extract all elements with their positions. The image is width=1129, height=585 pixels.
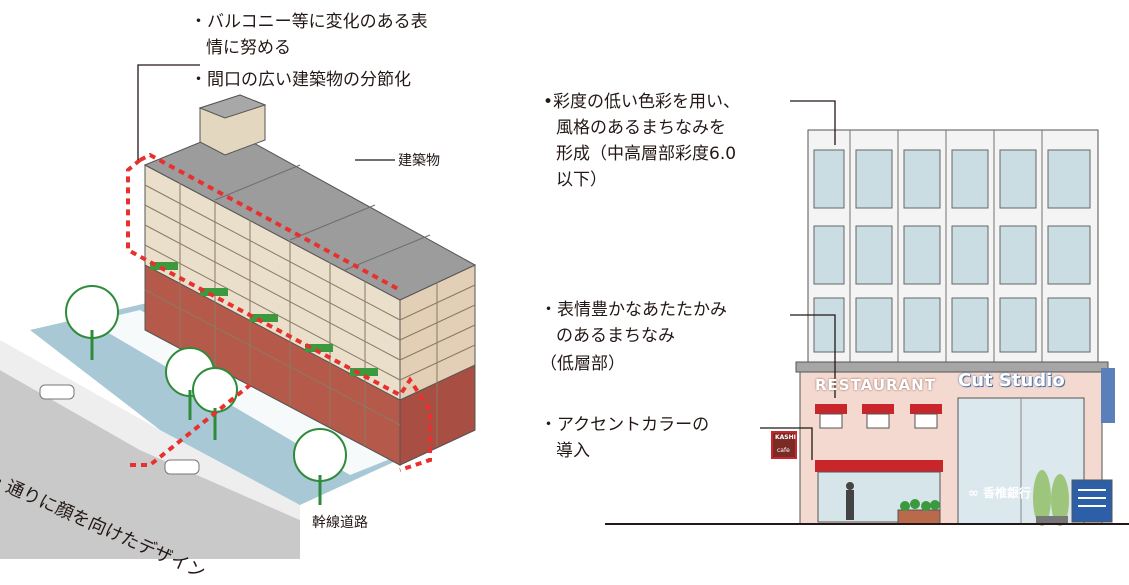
- right-building-illustration: [605, 100, 1129, 526]
- label-main-road: 幹線道路: [312, 515, 368, 531]
- bullet-accent-line2: 導入: [556, 441, 590, 461]
- bullet-balcony-line1: ・バルコニー等に変化のある表: [190, 12, 428, 32]
- bullet-accent-line1: ・アクセントカラーの: [540, 415, 710, 435]
- bullet-color-line1: •彩度の低い色彩を用い、: [543, 92, 741, 112]
- bullet-frontage: ・間口の広い建築物の分節化: [190, 70, 411, 90]
- bullet-color-line4: 以下）: [556, 170, 607, 190]
- left-building-illustration: [0, 64, 477, 559]
- red-awnings: [815, 404, 943, 472]
- bullet-color-line3: 形成（中高層部彩度6.0: [556, 144, 737, 164]
- bullet-balcony-line2: 情に努める: [206, 38, 291, 58]
- bullet-lowrise-line3: （低層部）: [540, 354, 625, 374]
- cafe-sign-bottom: cafe: [777, 447, 790, 454]
- cut-studio-sign: Cut Studio: [958, 370, 1065, 391]
- cafe-hanging-sign: [771, 431, 797, 459]
- bank-sign-text: 香椎銀行: [983, 486, 1032, 500]
- bullet-lowrise-line1: ・表情豊かなあたたかみ: [540, 300, 727, 320]
- info-board: [1071, 479, 1113, 523]
- bank-sign: ∞ 香椎銀行: [968, 484, 1031, 501]
- restaurant-sign: RESTAURANT: [815, 376, 936, 394]
- bank-logo-icon: ∞: [968, 486, 979, 501]
- label-building: 建築物: [398, 153, 440, 169]
- car: [39, 384, 75, 400]
- bullet-lowrise-line2: のあるまちなみ: [556, 326, 675, 346]
- cafe-sign-top: KASHI: [775, 434, 796, 441]
- tower-windows: [813, 149, 1091, 353]
- bullet-color-line2: 風格のあるまちなみを: [556, 118, 726, 138]
- blue-vertical-sign: [1101, 368, 1115, 423]
